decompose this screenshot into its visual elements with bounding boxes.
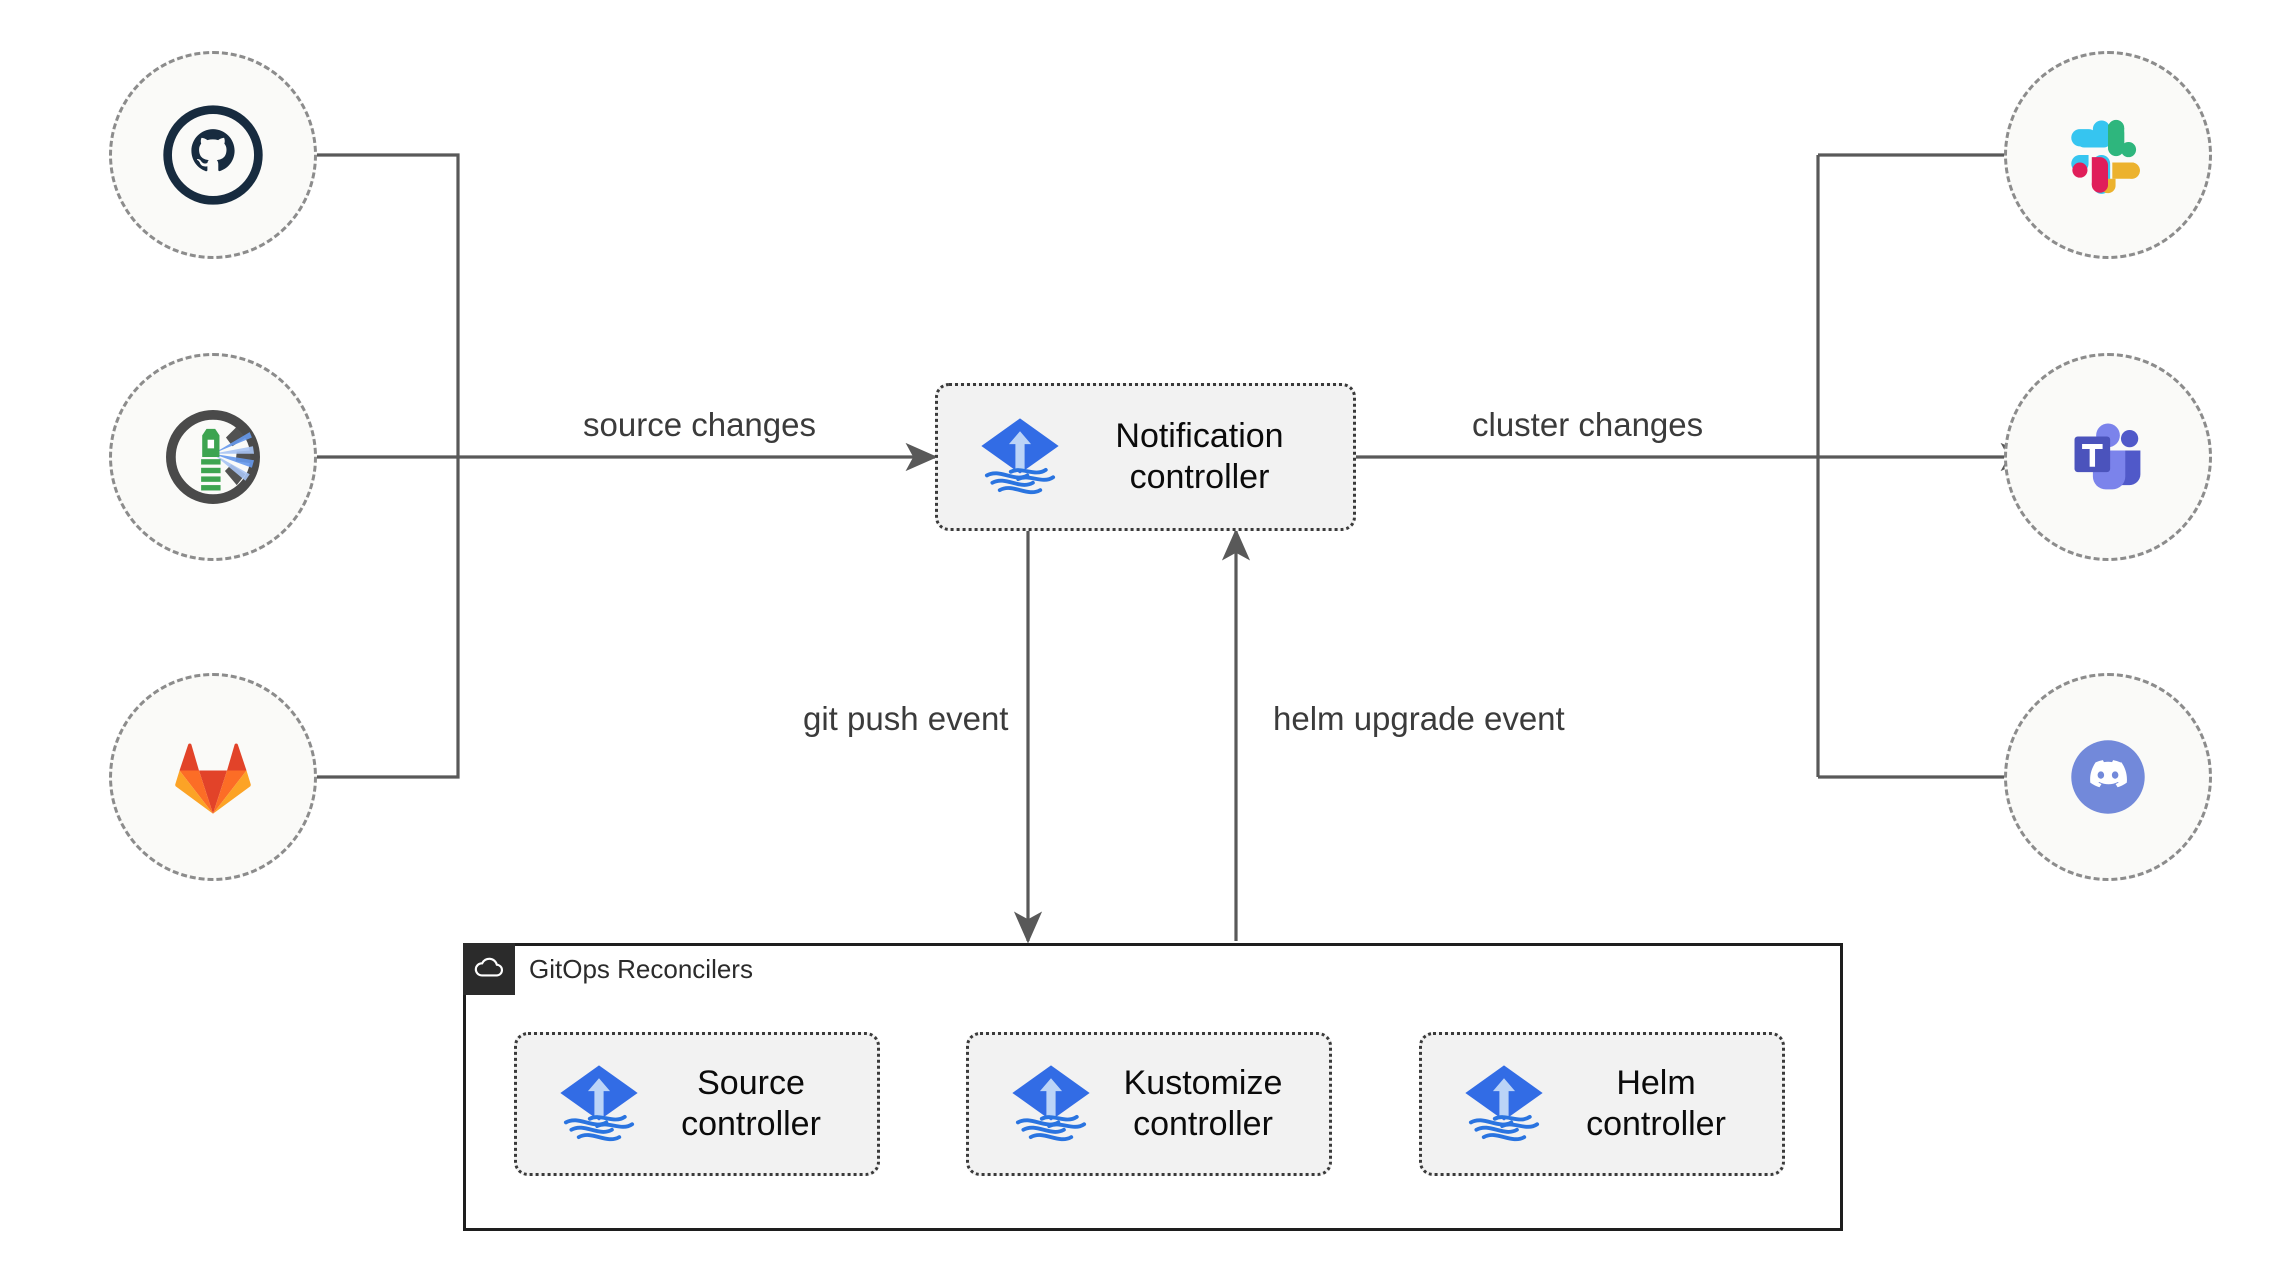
node-source-controller[interactable]: Source controller xyxy=(514,1032,880,1176)
edge-label-git-push-event: git push event xyxy=(803,700,1009,737)
node-label: Helm controller xyxy=(1586,1063,1726,1143)
node-label: Kustomize controller xyxy=(1123,1063,1283,1143)
source-node-harbor[interactable] xyxy=(109,353,317,561)
node-label: Source controller xyxy=(681,1063,821,1143)
gitops-reconcilers-header: GitOps Reconcilers xyxy=(463,943,753,995)
flux-icon xyxy=(560,1065,638,1142)
github-icon xyxy=(163,105,263,205)
node-helm-controller[interactable]: Helm controller xyxy=(1419,1032,1785,1176)
source-node-gitlab[interactable] xyxy=(109,673,317,881)
harbor-icon xyxy=(166,410,260,504)
microsoft-teams-icon xyxy=(2074,423,2141,490)
edge-label-source-changes: source changes xyxy=(583,406,816,443)
slack-icon xyxy=(2071,119,2140,194)
gitlab-icon xyxy=(175,743,251,814)
gitops-reconcilers-title: GitOps Reconcilers xyxy=(529,953,753,984)
node-label: Notification controller xyxy=(1115,416,1284,496)
edge-label-cluster-changes: cluster changes xyxy=(1472,406,1704,443)
flux-icon xyxy=(1465,1065,1543,1142)
cloud-icon xyxy=(474,957,503,977)
flux-icon xyxy=(1012,1065,1090,1142)
discord-icon xyxy=(2071,740,2145,814)
cloud-badge xyxy=(463,943,515,995)
edge-label-helm-upgrade-event: helm upgrade event xyxy=(1273,700,1565,737)
node-kustomize-controller[interactable]: Kustomize controller xyxy=(966,1032,1332,1176)
flux-icon xyxy=(981,418,1059,495)
target-node-teams[interactable] xyxy=(2004,353,2212,561)
node-notification-controller[interactable]: Notification controller xyxy=(935,383,1356,531)
target-node-discord[interactable] xyxy=(2004,673,2212,881)
target-node-slack[interactable] xyxy=(2004,51,2212,259)
source-node-github[interactable] xyxy=(109,51,317,259)
wire-sources-trunk xyxy=(313,153,460,779)
